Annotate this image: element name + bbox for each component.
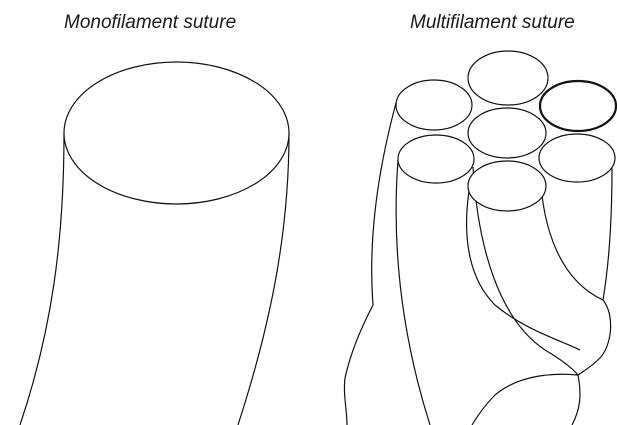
filament-cross-section-top <box>467 50 549 106</box>
filament-cross-section-upper-left <box>395 79 473 131</box>
multifilament-label: Multifilament suture <box>410 12 575 33</box>
monofilament-label: Monofilament suture <box>64 12 237 33</box>
strand-contour-5 <box>465 190 581 351</box>
filament-cross-section-center <box>467 107 547 159</box>
multifilament-strands <box>343 50 617 425</box>
strand-contour-7 <box>471 373 579 425</box>
monofilament-cross-section <box>63 61 290 205</box>
monofilament-right-edge <box>237 132 290 425</box>
strand-contour-2 <box>395 159 431 425</box>
monofilament-left-edge <box>19 132 65 425</box>
strand-contour-4 <box>539 172 604 301</box>
monofilament-strand <box>19 61 290 425</box>
strand-contour-3 <box>472 166 579 376</box>
filament-cross-section-lower-right <box>538 133 616 183</box>
filament-cross-section-lower-left <box>397 134 475 184</box>
strand-contour-8 <box>602 167 613 301</box>
filament-cross-section-bottom <box>467 160 547 212</box>
strand-contour-1 <box>343 102 397 425</box>
strand-contour-6 <box>571 299 612 425</box>
filament-cross-section-upper-right <box>538 79 617 133</box>
